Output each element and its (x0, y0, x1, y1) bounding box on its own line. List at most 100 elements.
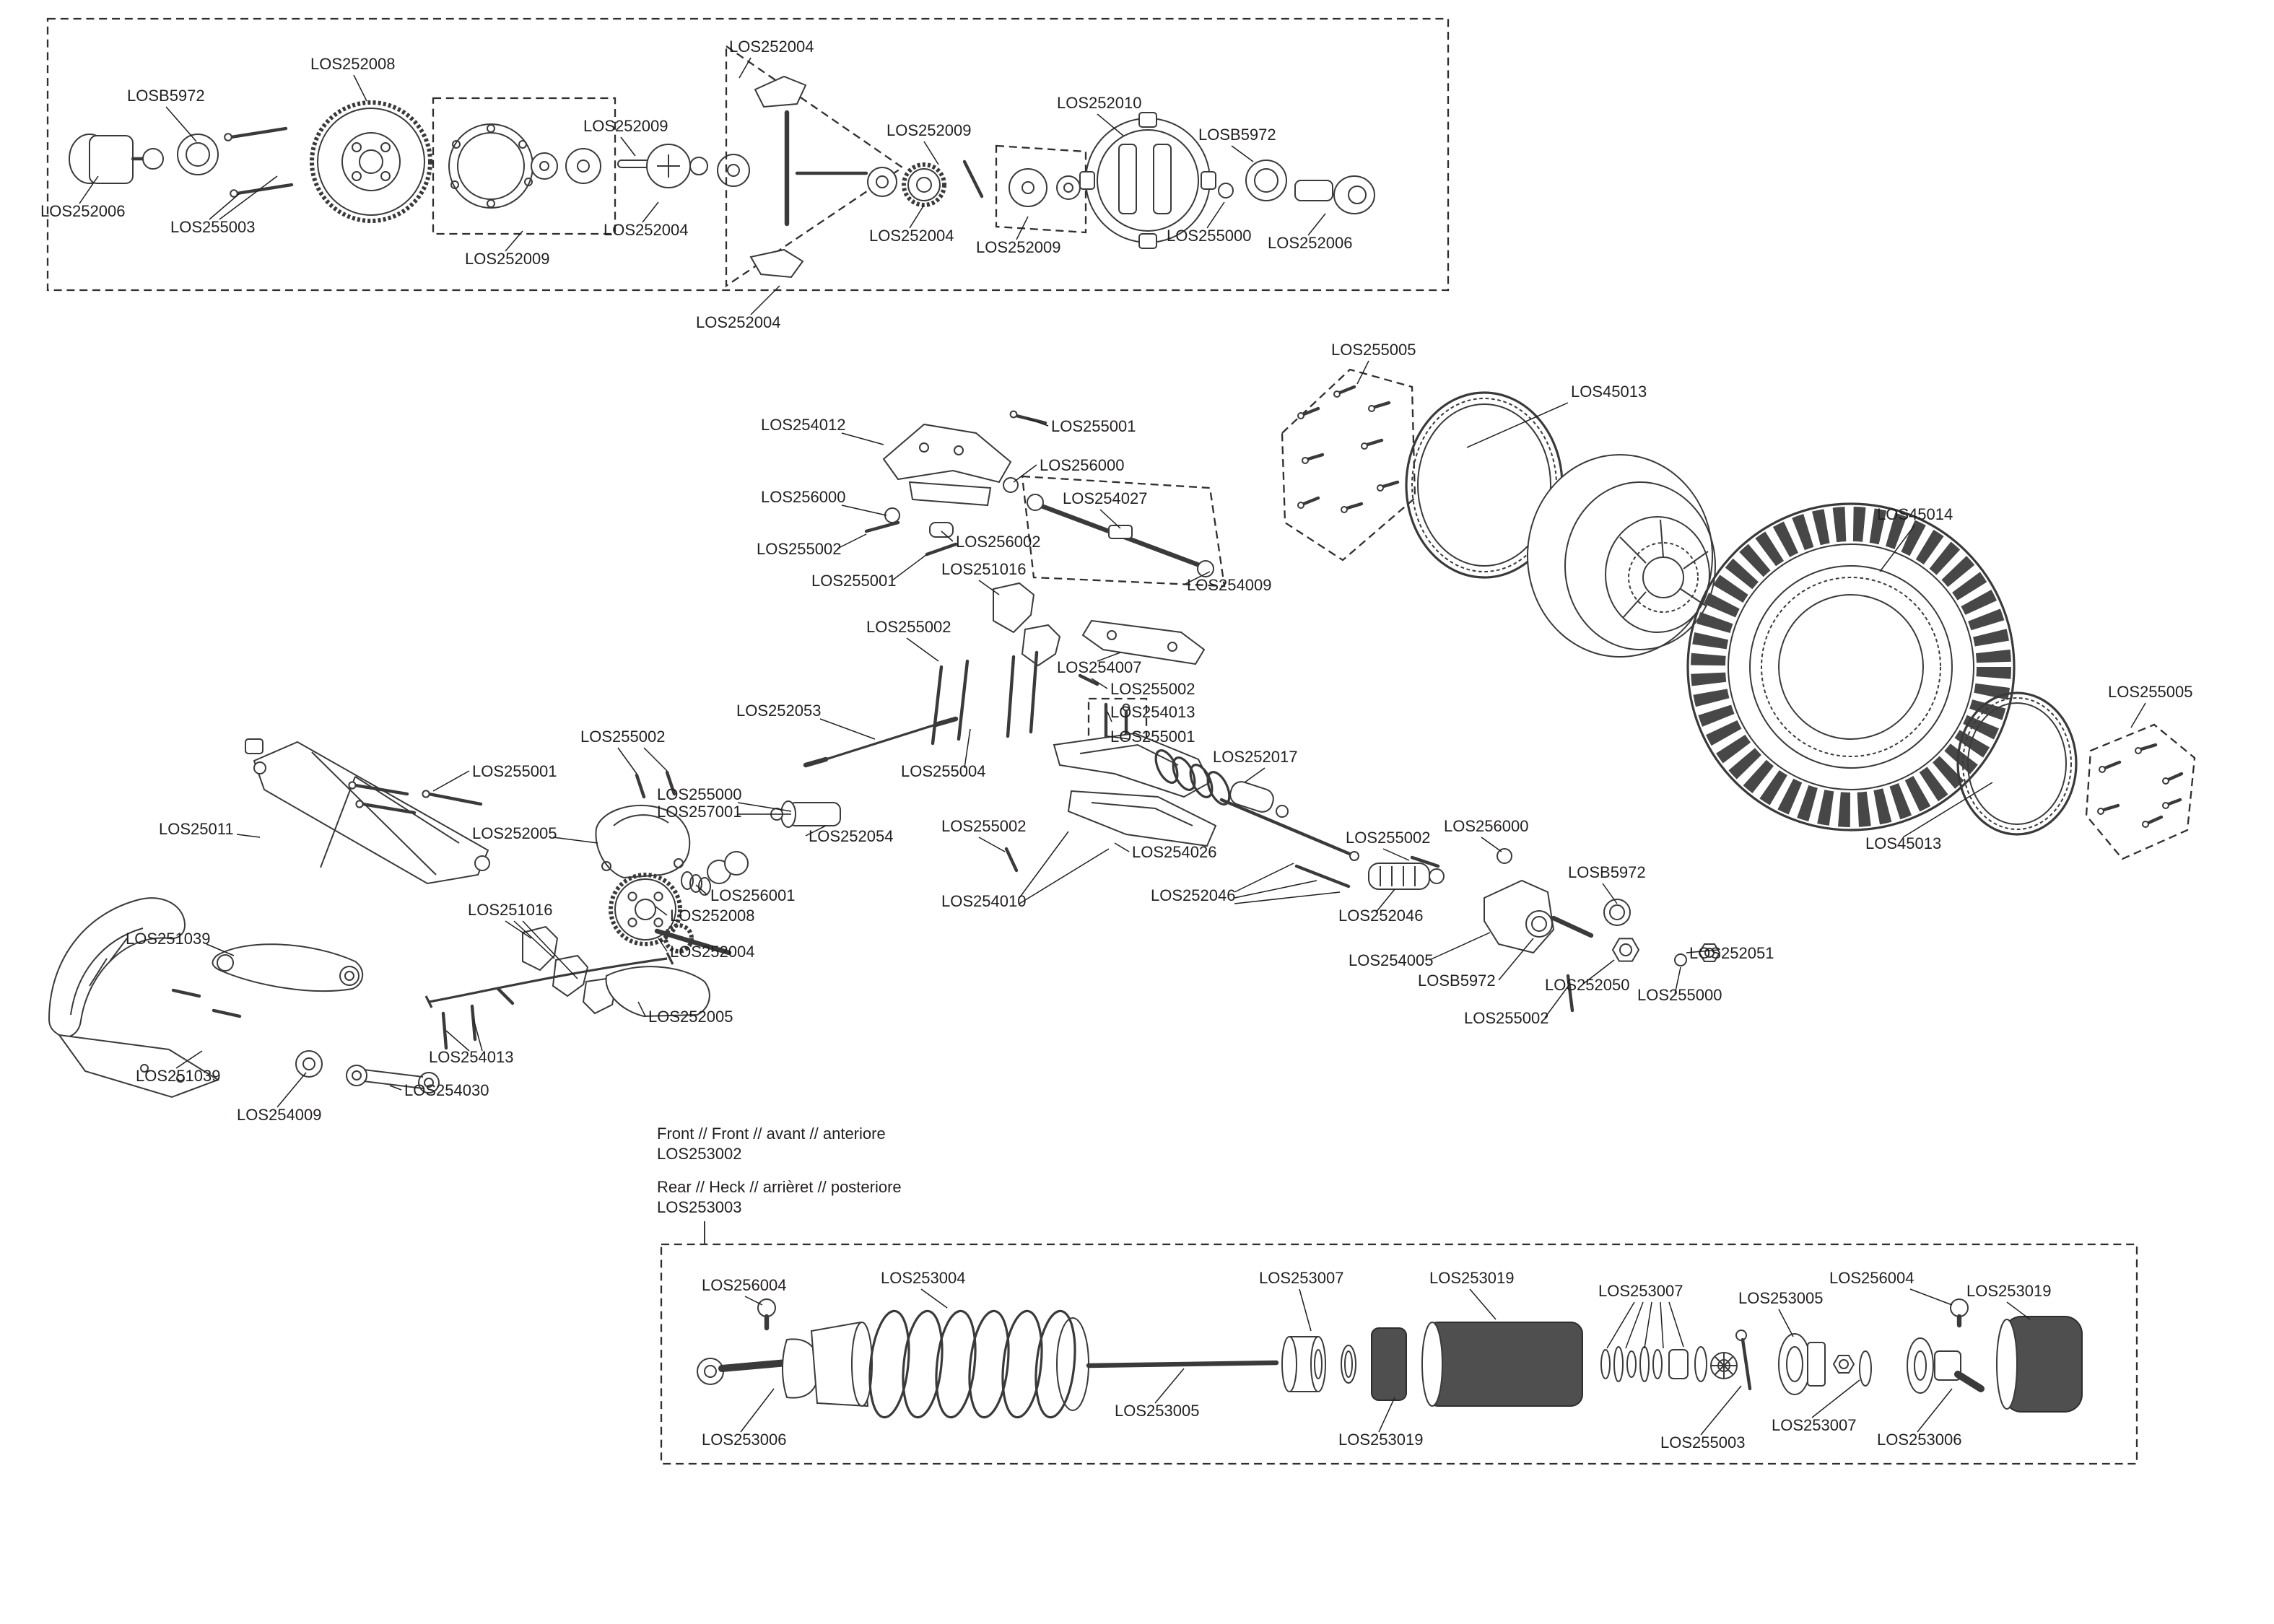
part-label: LOS255000 (1637, 986, 1722, 1004)
leader-line (1114, 842, 1130, 852)
part-label: LOS45014 (1877, 505, 1953, 523)
part-label: LOS254026 (1132, 843, 1216, 861)
part-label: LOS256002 (956, 533, 1040, 551)
leader-line (1206, 201, 1225, 229)
part-label: LOS252054 (809, 827, 893, 845)
part-label: LOS251016 (468, 901, 552, 919)
part-label: LOS254009 (1187, 576, 1271, 594)
leader-line (892, 554, 928, 581)
leader-line (837, 533, 867, 549)
leader-line (1234, 863, 1294, 893)
leader-line (1107, 711, 1112, 722)
leader-line (1660, 1301, 1664, 1349)
part-label: LOS255001 (472, 762, 557, 780)
leader-line (1307, 213, 1326, 236)
part-label: LOS252051 (1689, 944, 1774, 962)
part-label: LOSB5972 (1418, 972, 1496, 990)
part-label: LOS253007 (1598, 1282, 1683, 1300)
part-label: LOS252005 (472, 824, 557, 842)
leader-line (353, 74, 367, 102)
part-label: LOS253005 (1738, 1289, 1823, 1307)
part-label: LOS253019 (1338, 1431, 1423, 1449)
leader-line (1606, 1301, 1635, 1349)
leader-line (1234, 891, 1341, 904)
leader-line (175, 1050, 203, 1069)
part-label: LOS255002 (1464, 1009, 1548, 1027)
leader-line (1231, 145, 1254, 162)
leader-line (1019, 831, 1069, 899)
leader-line (1375, 889, 1395, 913)
part-label: LOS255001 (1110, 728, 1195, 746)
leader-line (805, 825, 827, 837)
part-label: LOS45013 (1865, 834, 1941, 852)
leader-line (1013, 464, 1037, 483)
part-label: LOS252046 (1338, 907, 1423, 925)
leader-line (1299, 1288, 1312, 1332)
leader-line (1686, 949, 1719, 953)
leader-line (1902, 782, 1993, 838)
part-label: LOS252004 (729, 38, 814, 56)
part-label: LOS256000 (1040, 456, 1124, 474)
leader-line (1429, 932, 1491, 961)
part-label: LOS255003 (170, 218, 255, 236)
leader-line (1625, 1301, 1644, 1349)
part-label: LOS254013 (429, 1048, 513, 1066)
leader-line (1382, 848, 1410, 861)
part-label: LOS254012 (761, 416, 845, 434)
leader-line (841, 432, 884, 445)
part-label: LOS252046 (1151, 886, 1235, 904)
leader-line (1668, 1301, 1684, 1348)
notes-block: Front // Front // avant // anteriore LOS… (657, 1125, 902, 1216)
leader-line (1909, 1288, 1953, 1306)
part-label: LOS255005 (2108, 683, 2192, 701)
part-label: LOS252004 (869, 227, 954, 245)
leader-line (445, 1030, 470, 1052)
part-label: LOSB5972 (1198, 126, 1276, 144)
leader-line (617, 747, 637, 774)
part-label: LOS252004 (696, 313, 780, 331)
leader-line (1019, 848, 1110, 904)
leader-line (620, 136, 636, 157)
leader-line (1016, 216, 1029, 240)
leader-line (978, 837, 1006, 852)
leader-line (236, 834, 261, 838)
part-label: LOSB5972 (127, 87, 205, 105)
part-label: LOS256004 (1829, 1269, 1914, 1287)
part-label: LOS254013 (1110, 703, 1195, 721)
part-label: LOS253007 (1772, 1416, 1856, 1434)
leader-line (2130, 702, 2146, 728)
leader-line (432, 770, 470, 792)
leader-line (276, 1072, 307, 1108)
leader-line (1544, 984, 1570, 1018)
leader-line (552, 837, 598, 844)
leader-line (1097, 113, 1124, 136)
part-label: LOS253019 (1429, 1269, 1514, 1287)
leader-line (505, 920, 532, 939)
part-label: LOS256000 (1444, 817, 1528, 835)
leader-line (737, 802, 792, 812)
leader-line (1154, 1368, 1185, 1404)
part-label: LOS255002 (866, 618, 951, 636)
diff-assembly-group (46, 17, 1450, 292)
part-label: LOS251039 (126, 930, 210, 948)
leader-line (1378, 1397, 1395, 1433)
note-front-label: Front // Front // avant // anteriore (657, 1125, 886, 1143)
part-label: LOS255002 (1110, 680, 1195, 698)
part-label: LOS253019 (1966, 1282, 2051, 1300)
leader-line (643, 747, 668, 772)
note-rear-part: LOS253003 (657, 1198, 741, 1216)
leader-line (695, 884, 708, 896)
leader-line (209, 193, 240, 220)
diff-assembly-dashed-box (46, 17, 1450, 292)
leader-line (750, 285, 780, 315)
part-label: LOS254009 (237, 1106, 321, 1124)
part-label: LOS257001 (657, 803, 741, 821)
leader-line (658, 938, 668, 952)
part-label: LOS252004 (670, 943, 754, 961)
wheel-screws-dashed-box (1281, 368, 1416, 562)
part-label: LOS255003 (1660, 1433, 1745, 1451)
part-label: LOSB5972 (1568, 863, 1646, 881)
part-label: LOS253004 (881, 1269, 965, 1287)
part-label: LOS251039 (136, 1067, 220, 1085)
